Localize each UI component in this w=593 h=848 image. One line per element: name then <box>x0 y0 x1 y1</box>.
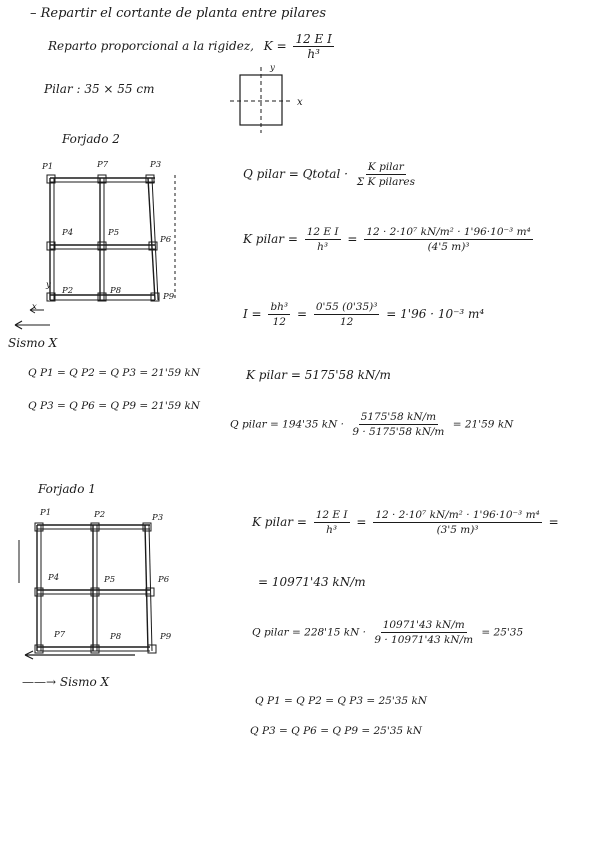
calc2-inertia-formula: I = bh³ 12 = 0'55 (0'35)³ 12 = 1'96 · 10… <box>243 300 484 329</box>
calc1-result-1: Q P1 = Q P2 = Q P3 = 25'35 kN <box>255 695 427 707</box>
calc1-q-lhs: Q pilar = 228'15 kN · <box>252 626 366 639</box>
calc1-kpilar-equals: = <box>356 515 367 529</box>
frame2-pillar-p7: P7 <box>97 160 109 170</box>
calc1-kpilar-fraction: 12 E I h³ <box>313 508 350 537</box>
frame1-pillar-p3: P3 <box>152 513 164 523</box>
calc2-result-1: Q P1 = Q P2 = Q P3 = 21'59 kN <box>28 367 200 379</box>
calc2-q-denominator: 9 · 5175'58 kN/m <box>352 426 445 438</box>
calc2-qpilar-denominator: Σ K pilares <box>356 176 416 188</box>
header-line-2-text: Reparto proporcional a la rigidez, <box>48 39 254 53</box>
frame1-pillar-p6: P6 <box>158 575 170 585</box>
frame2-seismic-label: Sismo X <box>8 336 58 350</box>
frame1-title: Forjado 1 <box>38 482 96 496</box>
calc2-qpilar-numerator: K pilar <box>365 161 406 175</box>
k-formula-fraction: 12 E I h³ <box>293 32 334 61</box>
frame1-diagram <box>18 522 157 660</box>
calc1-q-formula: Q pilar = 228'15 kN · 10971'43 kN/m 9 · … <box>252 618 523 647</box>
frame2-axis-y: y <box>46 280 51 290</box>
frame2-pillar-p3: P3 <box>150 160 162 170</box>
calc2-q-lhs: Q pilar = 194'35 kN · <box>230 418 344 431</box>
calc2-q-result: = 21'59 kN <box>452 418 514 431</box>
calc1-kpilar-denominator: h³ <box>326 524 338 536</box>
calc1-q-numerator: 10971'43 kN/m <box>380 619 467 633</box>
calc2-kpilar-result: K pilar = 5175'58 kN/m <box>246 368 391 382</box>
calc1-q-result: = 25'35 <box>481 626 524 639</box>
calc2-result-2: Q P3 = Q P6 = Q P9 = 21'59 kN <box>28 400 200 412</box>
frame1-pillar-p8: P8 <box>110 632 122 642</box>
calc2-qpilar-formula: Q pilar = Qtotal · K pilar Σ K pilares <box>243 160 420 189</box>
frame2-pillar-p9: P9 <box>163 292 175 302</box>
calc1-kpilar-lhs: K pilar = <box>252 515 307 529</box>
calc1-kpilar-fraction-2: 12 · 2·10⁷ kN/m² · 1'96·10⁻³ m⁴ (3'5 m)³ <box>373 508 542 537</box>
calc2-kpilar-fraction: 12 E I h³ <box>304 225 341 254</box>
calc2-inertia-equals: = <box>296 307 308 321</box>
calc2-inertia-numerator-2: 0'55 (0'35)³ <box>313 301 380 315</box>
calc1-kpilar-formula: K pilar = 12 E I h³ = 12 · 2·10⁷ kN/m² ·… <box>252 508 559 537</box>
calc2-qpilar-lhs: Q pilar = Qtotal · <box>243 167 348 181</box>
calc1-q-fraction: 10971'43 kN/m 9 · 10971'43 kN/m <box>372 618 475 647</box>
calc2-kpilar-denominator-2: (4'5 m)³ <box>427 241 470 253</box>
calc2-kpilar-formula: K pilar = 12 E I h³ = 12 · 2·10⁷ kN/m² ·… <box>243 225 536 254</box>
k-formula-numerator: 12 E I <box>293 32 334 47</box>
k-formula-label: K = <box>263 39 287 53</box>
frame1-pillar-p1: P1 <box>40 508 52 518</box>
calc1-kpilar-numerator: 12 E I <box>313 509 350 523</box>
frame2-pillar-p1-top: P1 <box>42 162 54 172</box>
frame1-pillar-p7: P7 <box>54 630 66 640</box>
calc1-kpilar-denominator-2: (3'5 m)³ <box>436 524 479 536</box>
calc1-q-denominator: 9 · 10971'43 kN/m <box>374 634 474 646</box>
calc2-inertia-fraction-2: 0'55 (0'35)³ 12 <box>313 300 380 329</box>
frame2-pillar-p4: P4 <box>62 228 74 238</box>
frame1-pillar-p9: P9 <box>160 632 172 642</box>
frame2-pillar-p6: P6 <box>160 235 172 245</box>
calc2-kpilar-numerator-2: 12 · 2·10⁷ kN/m² · 1'96·10⁻³ m⁴ <box>364 226 533 240</box>
column-axis-y: y <box>270 63 275 73</box>
column-axis-x: x <box>297 97 303 108</box>
k-formula-denominator: h³ <box>307 47 320 61</box>
header-line-1: – Repartir el cortante de planta entre p… <box>30 6 326 21</box>
frame2-pillar-p5: P5 <box>108 228 120 238</box>
column-section-diagram <box>230 67 292 133</box>
calc2-inertia-lhs: I = <box>243 307 262 321</box>
calc2-inertia-fraction: bh³ 12 <box>268 300 291 329</box>
calc2-inertia-result: = 1'96 · 10⁻³ m⁴ <box>386 307 485 321</box>
calc1-kpilar-numerator-2: 12 · 2·10⁷ kN/m² · 1'96·10⁻³ m⁴ <box>373 509 542 523</box>
calc1-kpilar-equals-2: = <box>548 515 559 529</box>
header-line-2: Reparto proporcional a la rigidez, K = 1… <box>48 32 337 61</box>
frame2-title: Forjado 2 <box>62 132 120 146</box>
calc2-kpilar-denominator: h³ <box>317 241 329 253</box>
frame2-pillar-p7-bottom: P2 <box>62 286 74 296</box>
frame2-diagram <box>14 174 176 330</box>
frame1-pillar-p4: P4 <box>48 573 60 583</box>
calc1-result-2: Q P3 = Q P6 = Q P9 = 25'35 kN <box>250 725 422 737</box>
frame1-pillar-p2: P2 <box>94 510 106 520</box>
calc2-kpilar-lhs: K pilar = <box>243 232 298 246</box>
calc1-kpilar-result: = 10971'43 kN/m <box>258 575 366 589</box>
calc2-q-fraction: 5175'58 kN/m 9 · 5175'58 kN/m <box>350 410 446 439</box>
calc2-inertia-denominator-2: 12 <box>339 316 354 328</box>
calc2-qpilar-fraction: K pilar Σ K pilares <box>355 160 417 189</box>
frame2-pillar-p8: P8 <box>110 286 122 296</box>
calc2-q-numerator: 5175'58 kN/m <box>358 411 439 425</box>
calc2-kpilar-equals: = <box>347 232 358 246</box>
calc2-kpilar-numerator: 12 E I <box>304 226 341 240</box>
calc2-inertia-numerator: bh³ <box>268 301 291 315</box>
calc2-inertia-denominator: 12 <box>272 316 286 328</box>
calc2-q-formula: Q pilar = 194'35 kN · 5175'58 kN/m 9 · 5… <box>230 410 513 439</box>
frame2-axis-x: x <box>32 302 37 312</box>
calc2-kpilar-fraction-2: 12 · 2·10⁷ kN/m² · 1'96·10⁻³ m⁴ (4'5 m)³ <box>364 225 533 254</box>
frame1-seismic-label: ——→ Sismo X <box>22 675 110 689</box>
column-label: Pilar : 35 × 55 cm <box>44 82 155 96</box>
frame1-pillar-p5: P5 <box>104 575 116 585</box>
